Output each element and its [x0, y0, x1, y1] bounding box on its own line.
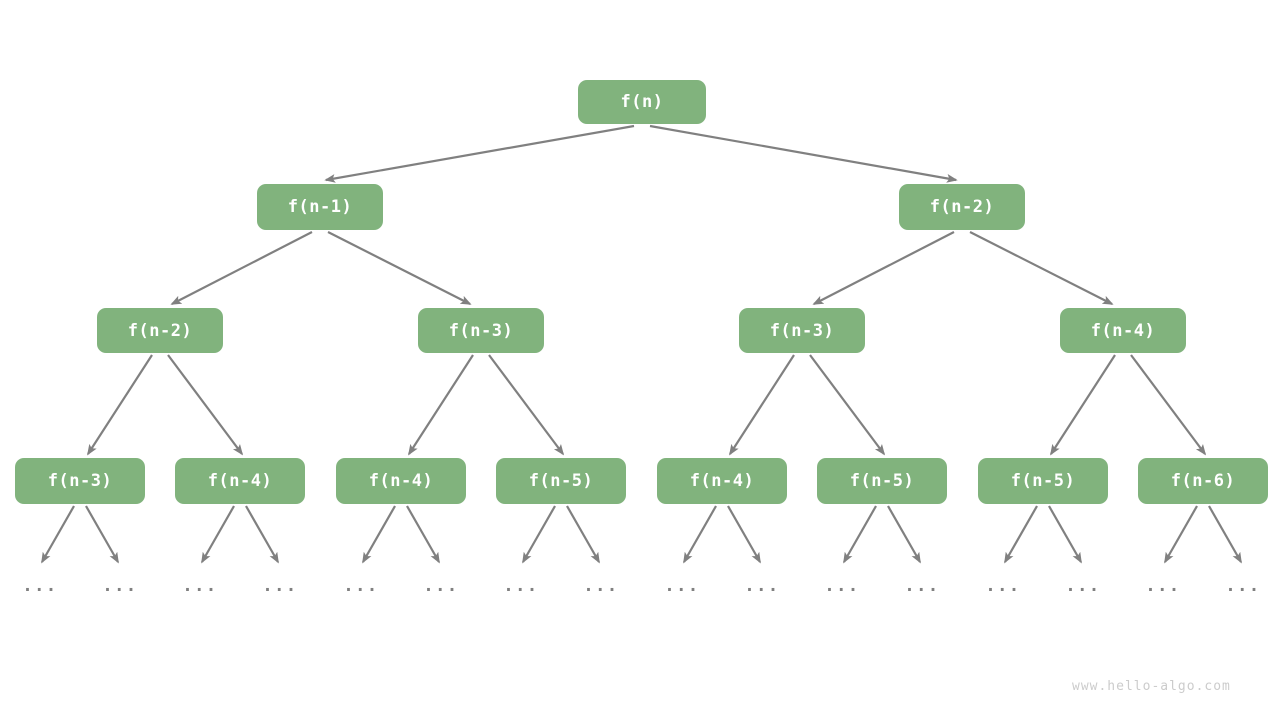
- tree-edge: [683, 505, 717, 564]
- ellipsis-marker: ...: [1065, 576, 1101, 596]
- tree-edge: [1164, 505, 1198, 564]
- tree-edge: [1130, 354, 1207, 456]
- tree-edge: [245, 505, 279, 564]
- tree-edge: [812, 231, 955, 305]
- ellipsis-marker: ...: [262, 576, 298, 596]
- tree-edge: [727, 505, 761, 564]
- ellipsis-marker: ...: [182, 576, 218, 596]
- ellipsis-marker: ...: [744, 576, 780, 596]
- tree-node: f(n-3): [739, 308, 865, 353]
- tree-edge: [201, 505, 235, 564]
- ellipsis-marker: ...: [904, 576, 940, 596]
- ellipsis-marker: ...: [343, 576, 379, 596]
- ellipsis-marker: ...: [503, 576, 539, 596]
- tree-edge: [522, 505, 556, 564]
- tree-node: f(n): [578, 80, 706, 124]
- tree-node: f(n-4): [1060, 308, 1186, 353]
- tree-node: f(n-1): [257, 184, 383, 230]
- ellipsis-marker: ...: [102, 576, 138, 596]
- ellipsis-marker: ...: [583, 576, 619, 596]
- ellipsis-marker: ...: [22, 576, 58, 596]
- tree-edge: [566, 505, 600, 564]
- tree-node: f(n-3): [15, 458, 145, 504]
- tree-edge: [167, 354, 244, 456]
- ellipsis-marker: ...: [423, 576, 459, 596]
- tree-edge: [488, 354, 565, 456]
- tree-edge: [406, 505, 440, 564]
- tree-edges: [41, 124, 1242, 564]
- tree-node: f(n-2): [899, 184, 1025, 230]
- tree-node: f(n-4): [657, 458, 787, 504]
- tree-edge: [1004, 505, 1038, 564]
- ellipsis-marker: ...: [664, 576, 700, 596]
- tree-edge: [887, 505, 921, 564]
- tree-node: f(n-5): [978, 458, 1108, 504]
- tree-edge: [327, 231, 472, 305]
- tree-edge: [408, 354, 474, 456]
- tree-edge: [969, 231, 1114, 305]
- tree-edge: [1048, 505, 1082, 564]
- tree-node: f(n-2): [97, 308, 223, 353]
- tree-node: f(n-4): [175, 458, 305, 504]
- tree-node: f(n-6): [1138, 458, 1268, 504]
- tree-node: f(n-5): [817, 458, 947, 504]
- tree-node: f(n-3): [418, 308, 544, 353]
- watermark: www.hello-algo.com: [1072, 679, 1231, 694]
- tree-edge: [843, 505, 877, 564]
- tree-node: f(n-4): [336, 458, 466, 504]
- tree-edge: [87, 354, 153, 456]
- tree-edge: [649, 124, 958, 183]
- tree-edge: [85, 505, 119, 564]
- tree-edge: [1208, 505, 1242, 564]
- tree-edge: [41, 505, 75, 564]
- tree-edge: [362, 505, 396, 564]
- tree-node: f(n-5): [496, 458, 626, 504]
- tree-edge: [1050, 354, 1116, 456]
- tree-edge: [729, 354, 795, 456]
- ellipsis-marker: ...: [1145, 576, 1181, 596]
- ellipsis-marker: ...: [985, 576, 1021, 596]
- ellipsis-marker: ...: [1225, 576, 1261, 596]
- ellipsis-marker: ...: [824, 576, 860, 596]
- tree-edge: [809, 354, 886, 456]
- tree-edge: [324, 124, 635, 183]
- tree-edge: [170, 231, 313, 305]
